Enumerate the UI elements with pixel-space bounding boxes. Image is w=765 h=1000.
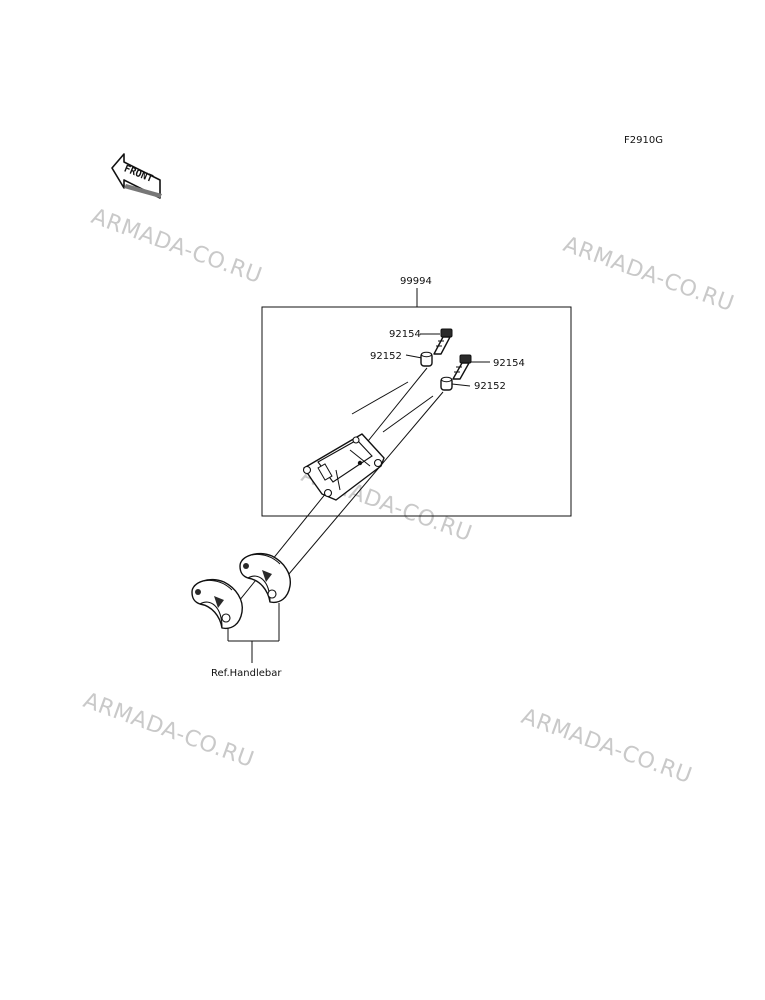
part-label-collar-upper: 92152 <box>370 351 402 362</box>
part-label-bolt-lower: 92154 <box>493 358 525 369</box>
ref-handlebar-label: Ref.Handlebar <box>211 668 282 679</box>
part-label-bolt-upper: 92154 <box>389 329 421 340</box>
kit-number-label: 99994 <box>400 276 432 287</box>
part-label-collar-lower: 92152 <box>474 381 506 392</box>
mounting-bracket <box>302 433 385 501</box>
watermark-text: ARMADA-CO.RU <box>80 688 257 773</box>
front-arrow-icon: FRONT <box>111 153 162 199</box>
collar-lower <box>440 376 453 391</box>
handlebar-clamp-left <box>191 578 243 630</box>
handlebar-clamp-right <box>239 552 291 604</box>
kit-frame <box>261 306 572 517</box>
watermark-text: ARMADA-CO.RU <box>560 232 737 317</box>
watermarks: ARMADA-CO.RU ARMADA-CO.RU ARMADA-CO.RU A… <box>80 204 737 789</box>
watermark-text: ARMADA-CO.RU <box>518 704 695 789</box>
watermark-text: ARMADA-CO.RU <box>88 204 265 289</box>
bolt-upper <box>433 328 453 355</box>
collar-upper <box>420 351 433 367</box>
bolt-lower <box>452 354 472 380</box>
diagram-code: F2910G <box>624 135 663 146</box>
